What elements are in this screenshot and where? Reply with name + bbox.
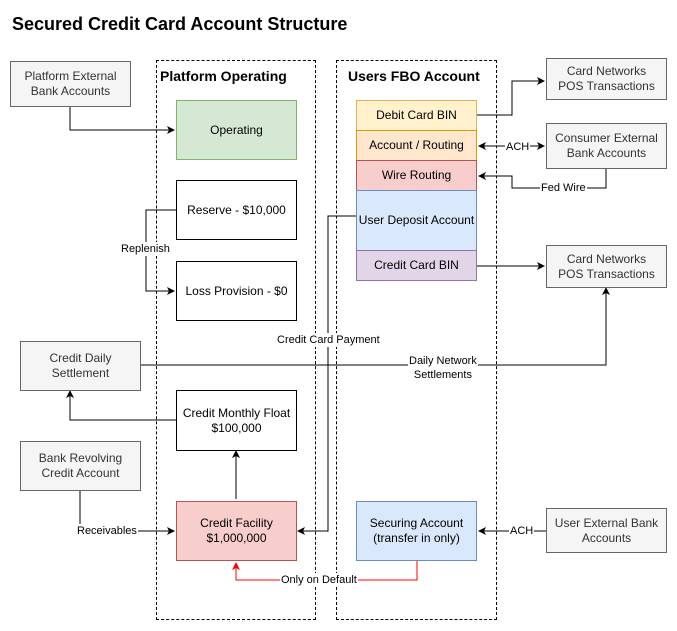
label-receivables: Receivables bbox=[76, 524, 138, 538]
operating-account: Operating bbox=[176, 100, 297, 160]
card-networks-pos-top: Card Networks POS Transactions bbox=[546, 58, 667, 100]
edge-platform-external-to-operating bbox=[69, 107, 175, 134]
loss-provision-account: Loss Provision - $0 bbox=[176, 261, 297, 321]
label-ach-bottom: ACH bbox=[509, 524, 535, 538]
reserve-account: Reserve - $10,000 bbox=[176, 180, 297, 240]
wire-routing: Wire Routing bbox=[356, 160, 477, 191]
account-routing: Account / Routing bbox=[356, 130, 477, 161]
card-networks-pos-mid: Card Networks POS Transactions bbox=[546, 245, 667, 288]
credit-daily-settlement: Credit Daily Settlement bbox=[20, 341, 141, 391]
label-credit-card-payment: Credit Card Payment bbox=[276, 333, 381, 347]
platform-operating-label: Platform Operating bbox=[160, 68, 287, 84]
label-replenish: Replenish bbox=[120, 242, 171, 256]
edge-debit-bin-to-card-networks bbox=[477, 77, 545, 116]
credit-card-bin: Credit Card BIN bbox=[356, 250, 477, 281]
user-deposit-account: User Deposit Account bbox=[356, 190, 477, 251]
credit-facility: Credit Facility $1,000,000 bbox=[176, 501, 297, 561]
securing-account: Securing Account (transfer in only) bbox=[356, 501, 477, 561]
label-ach-top: ACH bbox=[505, 140, 531, 154]
user-external-bank-accounts: User External Bank Accounts bbox=[546, 508, 667, 553]
consumer-external-bank-accounts: Consumer External Bank Accounts bbox=[546, 123, 667, 169]
edge-monthly-float-to-daily-settlement bbox=[66, 390, 176, 421]
edge-credit-card-payment bbox=[297, 215, 356, 535]
debit-card-bin: Debit Card BIN bbox=[356, 100, 477, 131]
diagram-title: Secured Credit Card Account Structure bbox=[12, 14, 348, 34]
edge-fed-wire bbox=[478, 169, 607, 189]
platform-external-bank-accounts: Platform External Bank Accounts bbox=[10, 61, 131, 107]
label-fed-wire: Fed Wire bbox=[540, 181, 587, 195]
users-fbo-label: Users FBO Account bbox=[348, 68, 480, 84]
bank-revolving-credit-account: Bank Revolving Credit Account bbox=[20, 441, 141, 491]
label-only-on-default: Only on Default bbox=[280, 573, 358, 587]
edge-daily-network-settlements bbox=[140, 287, 610, 366]
credit-monthly-float: Credit Monthly Float $100,000 bbox=[176, 390, 297, 451]
label-daily-network-settlements: Daily Network Settlements bbox=[408, 354, 478, 382]
